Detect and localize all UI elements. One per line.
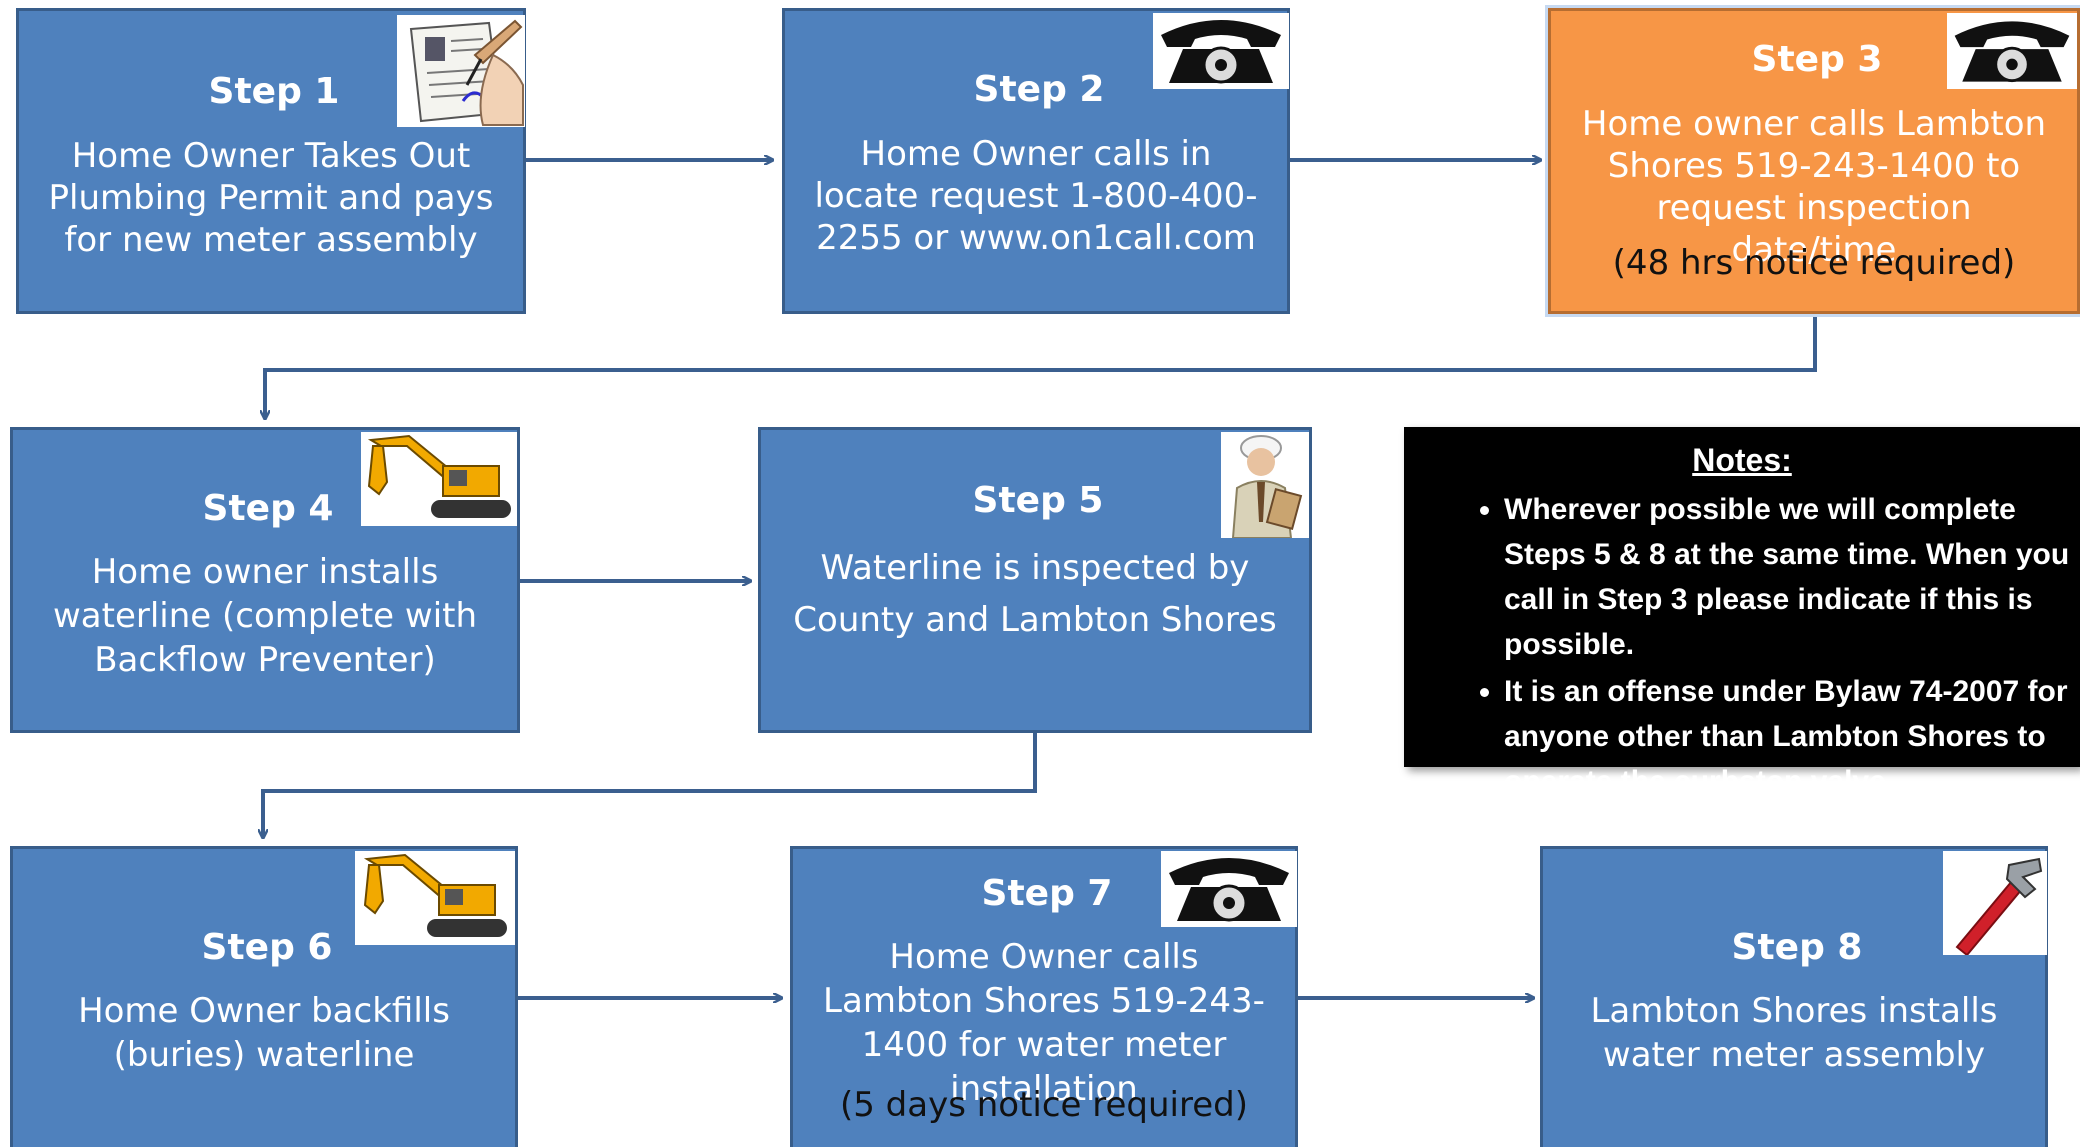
step-6-title: Step 6 <box>201 927 333 968</box>
step-8-title: Step 8 <box>1731 927 1863 968</box>
step-2-title: Step 2 <box>973 69 1105 110</box>
inspector-icon <box>1221 432 1309 538</box>
excavator-icon <box>355 851 515 945</box>
step-5-box: Step 5 Waterline is inspected by County … <box>758 427 1312 733</box>
step-6-text: Home Owner backfills (buries) waterline <box>78 991 450 1075</box>
excavator-icon <box>361 432 517 526</box>
step-6-box: Step 6 Home Owner backfills (buries) wat… <box>10 846 518 1147</box>
step-4-title: Step 4 <box>202 488 334 529</box>
step-3-note: (48 hrs notice required) <box>1612 243 2016 283</box>
notes-list: Wherever possible we will complete Steps… <box>1464 487 2070 806</box>
step-3-box: Step 3 Home owner calls Lambton Shores 5… <box>1548 8 2080 314</box>
step-7-note: (5 days notice required) <box>839 1085 1249 1125</box>
step-1-title: Step 1 <box>208 71 340 112</box>
notes-item: Wherever possible we will complete Steps… <box>1504 487 2070 667</box>
step-7-text: Home Owner calls Lambton Shores 519-243-… <box>823 937 1265 1109</box>
step-3-text: Home owner calls Lambton Shores 519-243-… <box>1581 104 2047 270</box>
step-2-text: Home Owner calls in locate request 1-800… <box>814 134 1258 258</box>
step-1-box: Step 1 Home Owner Takes Out Plumbing Per… <box>16 8 526 314</box>
permit-signing-icon <box>397 15 525 127</box>
telephone-icon <box>1161 851 1297 927</box>
step-7-title: Step 7 <box>981 873 1113 914</box>
step-3-title: Step 3 <box>1751 39 1883 80</box>
step-4-box: Step 4 Home owner installs waterline (co… <box>10 427 520 733</box>
step-2-box: Step 2 Home Owner calls in locate reques… <box>782 8 1290 314</box>
step-4-text: Home owner installs waterline (complete … <box>52 552 478 680</box>
step-7-box: Step 7 Home Owner calls Lambton Shores 5… <box>790 846 1298 1147</box>
step-1-text: Home Owner Takes Out Plumbing Permit and… <box>48 136 494 260</box>
arrow-step3-to-step4 <box>265 312 1817 418</box>
step-8-box: Step 8 Lambton Shores installs water met… <box>1540 846 2048 1147</box>
step-8-text: Lambton Shores installs water meter asse… <box>1590 991 1998 1075</box>
notes-item: It is an offense under Bylaw 74-2007 for… <box>1504 669 2070 804</box>
step-5-text: Waterline is inspected by County and Lam… <box>793 548 1277 640</box>
notes-panel: Notes: Wherever possible we will complet… <box>1404 427 2080 798</box>
arrow-step5-to-step6 <box>263 733 1037 837</box>
pipe-wrench-icon <box>1943 851 2047 955</box>
step-5-title: Step 5 <box>972 480 1104 521</box>
telephone-icon <box>1153 13 1289 89</box>
telephone-icon <box>1947 13 2077 89</box>
notes-title: Notes: <box>1692 442 1792 478</box>
